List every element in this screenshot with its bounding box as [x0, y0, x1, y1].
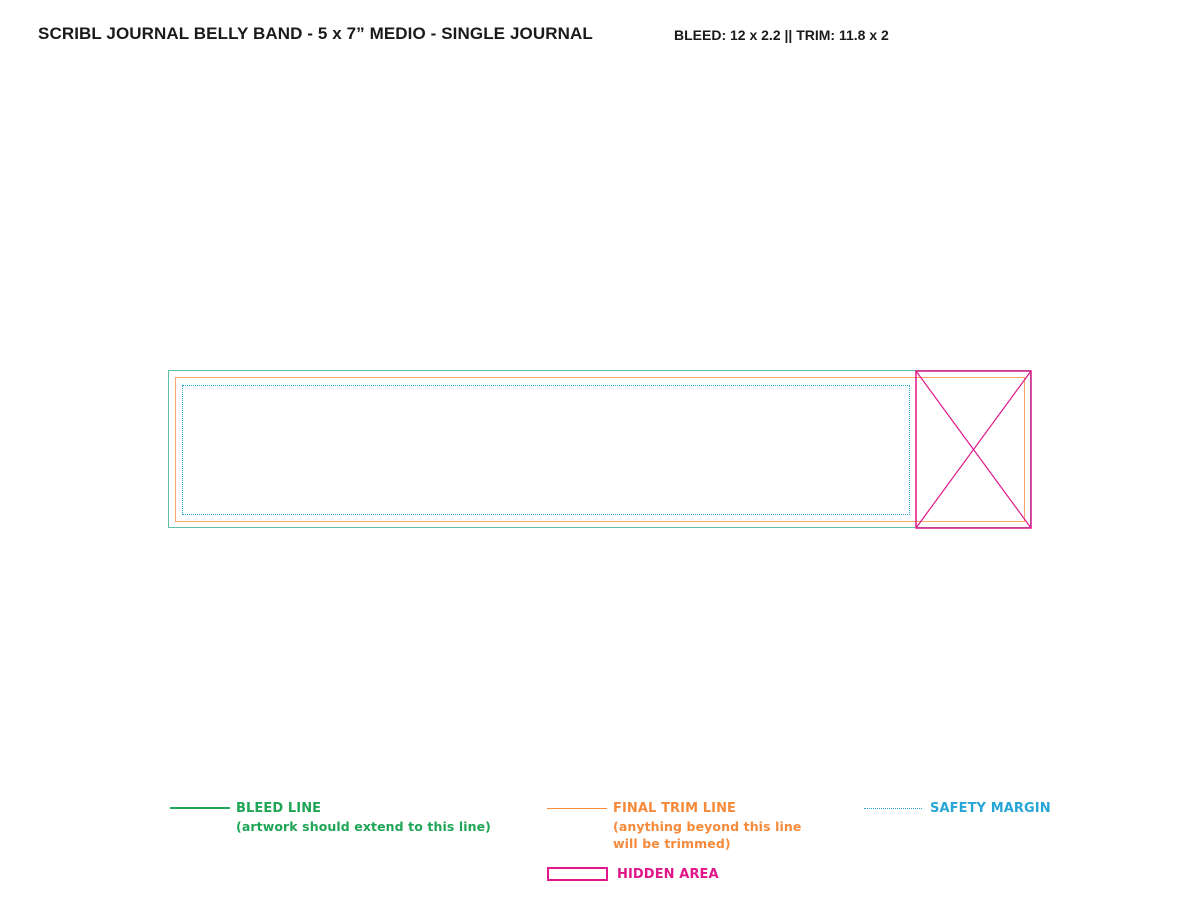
- hidden-area-frame: [915, 370, 1032, 529]
- trim-line-swatch: [547, 808, 607, 809]
- trim-line-label: FINAL TRIM LINE: [613, 801, 737, 816]
- safety-margin-label: SAFETY MARGIN: [930, 801, 1051, 816]
- hidden-area-cross-line: [915, 370, 1032, 529]
- hidden-area-label: HIDDEN AREA: [617, 867, 719, 882]
- bleed-line-swatch: [170, 807, 230, 809]
- bleed-line-label: BLEED LINE: [236, 801, 322, 816]
- trim-line-box: [175, 377, 1025, 522]
- trim-line-note: will be trimmed): [613, 836, 731, 851]
- trim-line-note: (anything beyond this line: [613, 819, 802, 834]
- page-title: SCRIBL JOURNAL BELLY BAND - 5 x 7” MEDIO…: [38, 24, 593, 43]
- hidden-area-box: [915, 370, 1032, 529]
- dimensions-label: BLEED: 12 x 2.2 || TRIM: 11.8 x 2: [674, 27, 889, 43]
- bleed-line-note: (artwork should extend to this line): [236, 819, 491, 834]
- hidden-area-swatch: [547, 867, 608, 881]
- safety-margin-box: [182, 385, 910, 515]
- safety-margin-swatch: [864, 808, 922, 809]
